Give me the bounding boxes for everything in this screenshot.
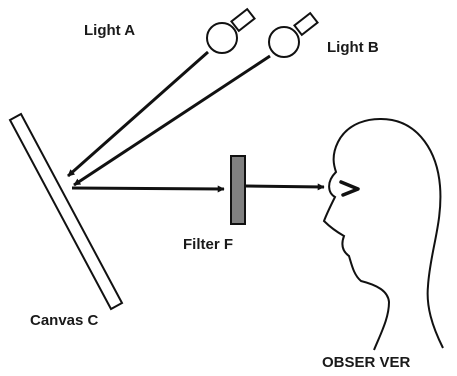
light-a-bulb-icon — [206, 7, 256, 54]
canvas-bar — [8, 112, 124, 311]
reflected-ray-arrow — [71, 185, 225, 193]
observer-label: OBSER VER — [322, 354, 411, 371]
filtered-ray-arrow — [245, 183, 325, 191]
observer-eye-icon — [339, 180, 360, 197]
canvas-label: Canvas C — [30, 312, 99, 329]
light-a-label: Light A — [84, 22, 136, 39]
filter-block — [230, 155, 246, 225]
light-b-bulb-icon — [268, 11, 319, 58]
observer-head-outline — [322, 118, 444, 351]
light-a-ray-arrow — [67, 50, 209, 178]
light-b-label: Light B — [327, 39, 379, 56]
light-b-ray-arrow — [73, 54, 271, 187]
filter-label: Filter F — [183, 236, 234, 253]
